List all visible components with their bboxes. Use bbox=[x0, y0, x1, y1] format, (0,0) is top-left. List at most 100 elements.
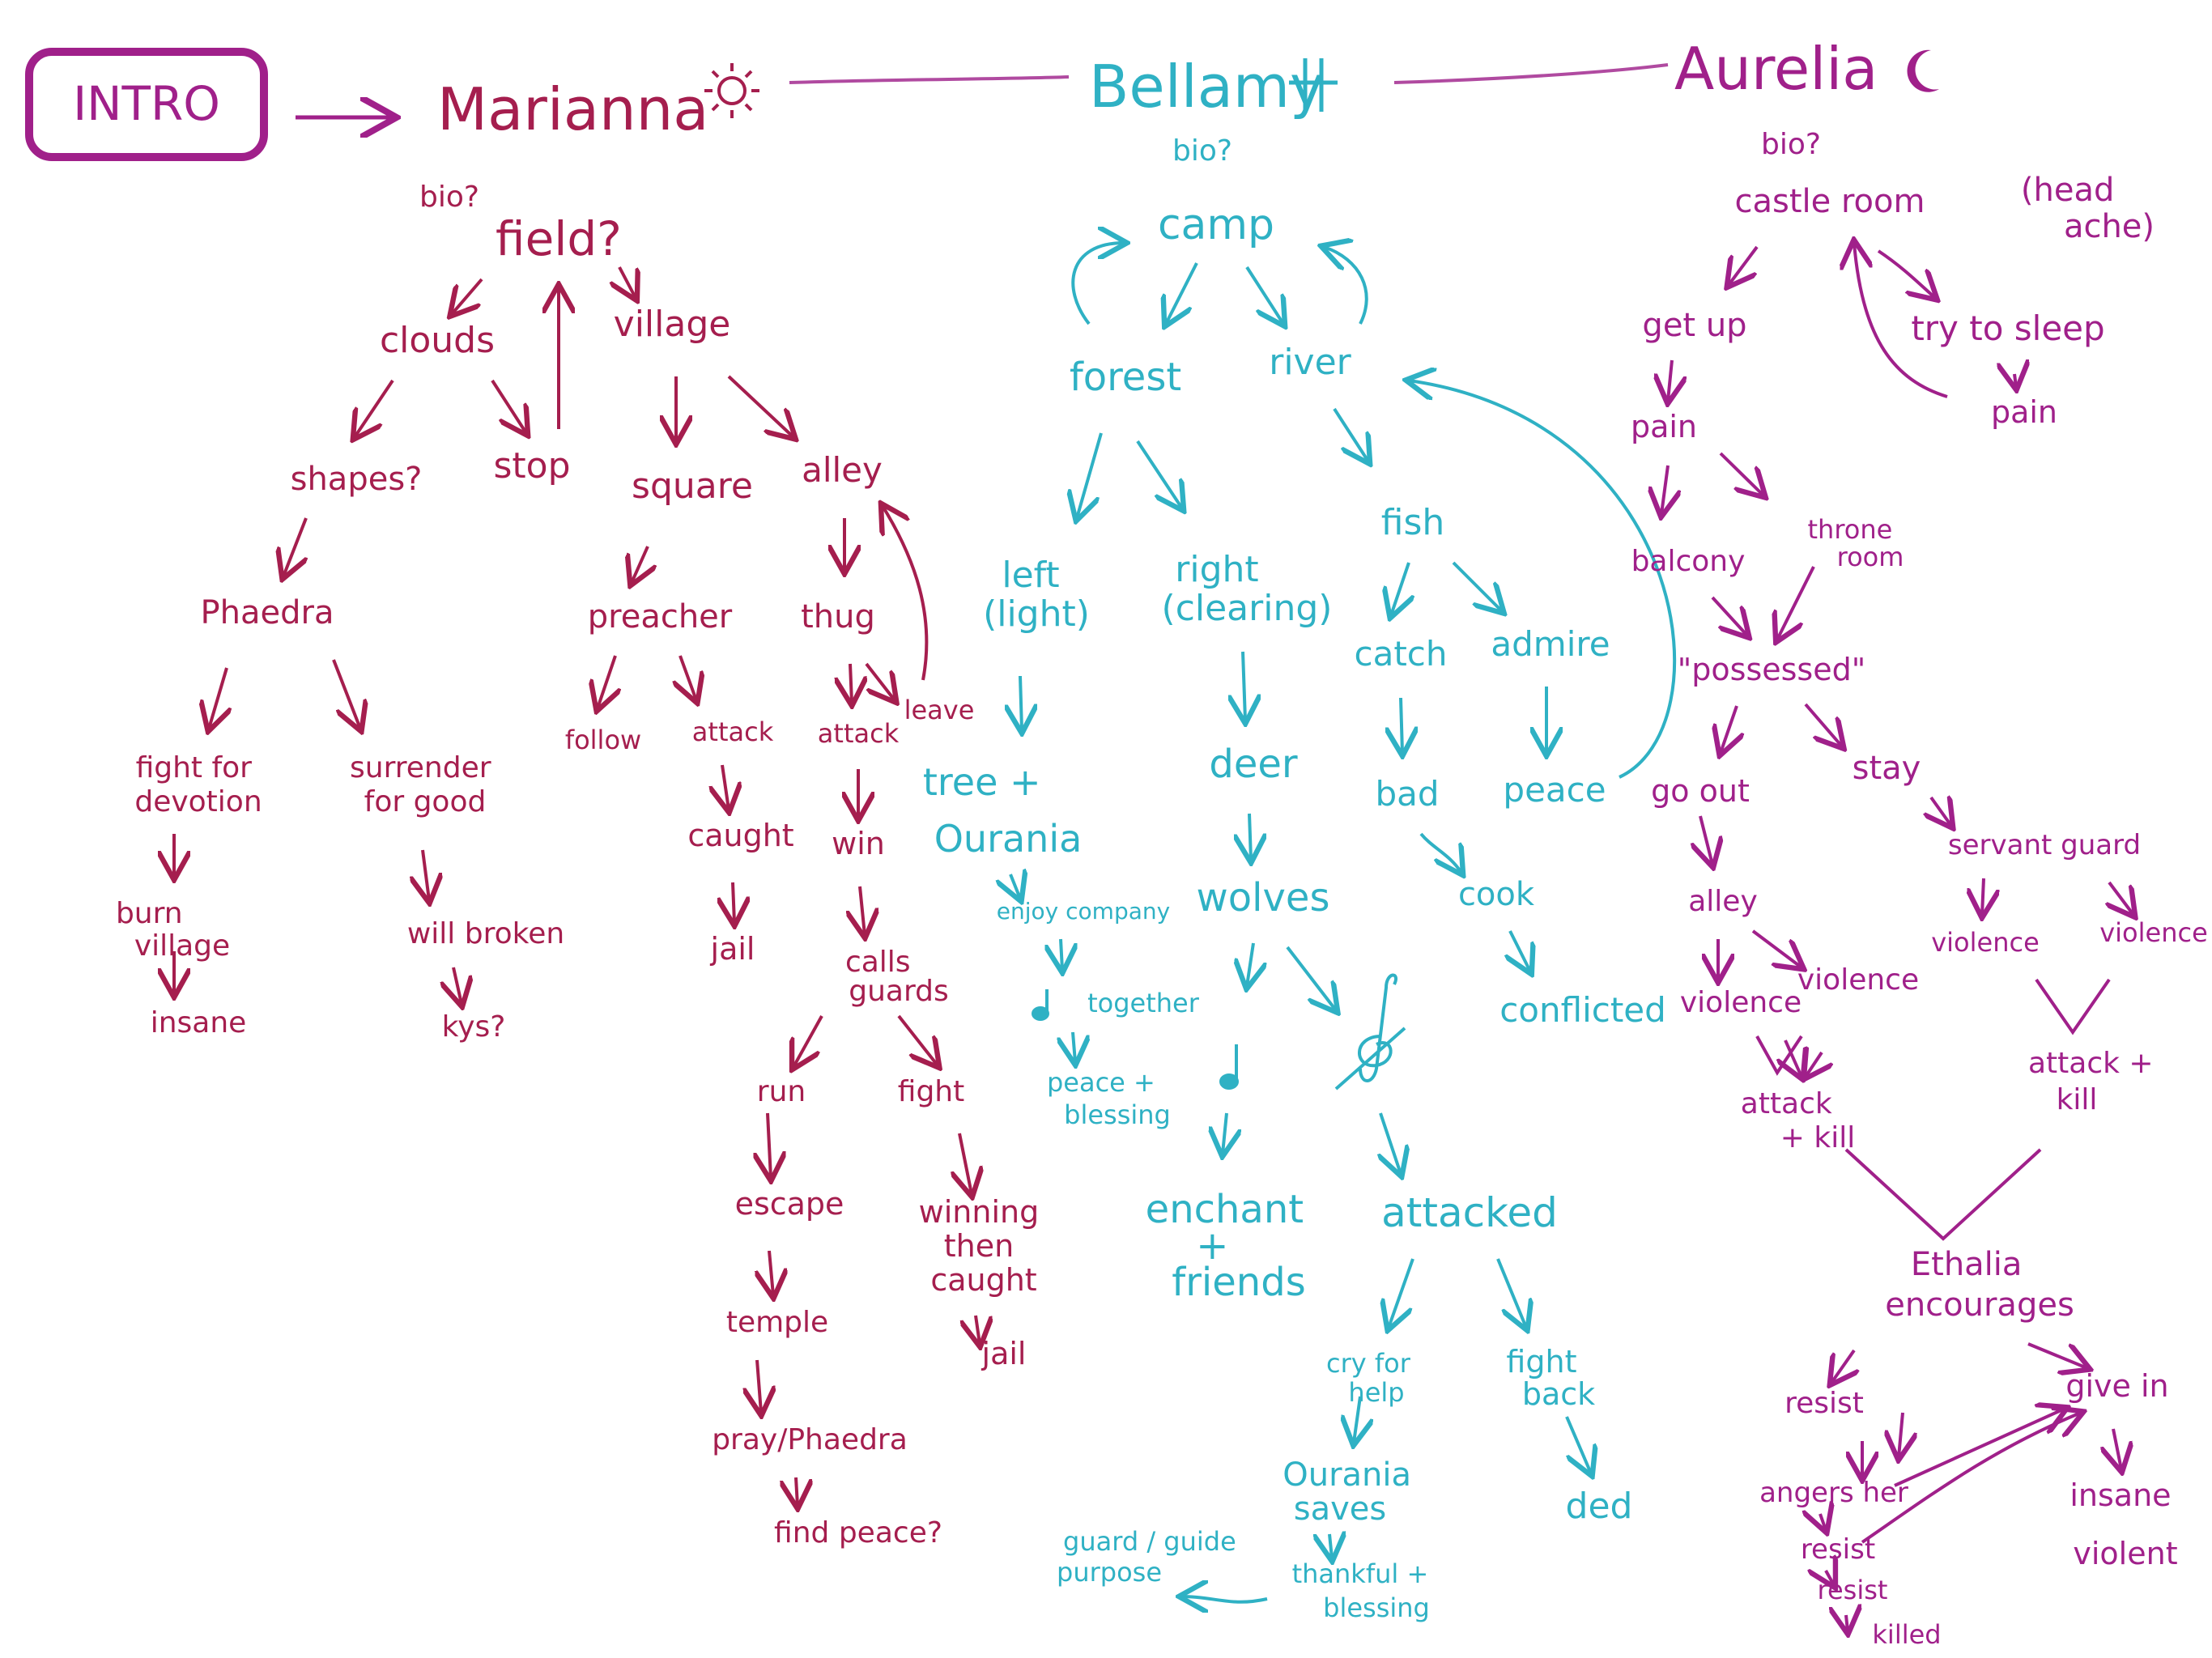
node-burn-village: burn village bbox=[116, 897, 230, 963]
node-servant-guard: servant guard bbox=[1948, 829, 2141, 861]
node-violence-2: violence bbox=[1797, 963, 1919, 997]
node-fight-devotion: fight for devotion bbox=[134, 751, 262, 818]
node-alley: alley bbox=[802, 450, 883, 490]
node-violence-4: violence bbox=[2099, 917, 2208, 948]
aurelia-converge-lines bbox=[1755, 978, 2111, 1241]
node-village: village bbox=[614, 304, 731, 345]
aurelia-branch: bio? castle room (head ache) get up try … bbox=[1631, 128, 2208, 1650]
node-follow: follow bbox=[565, 725, 641, 755]
intro-box bbox=[25, 48, 268, 161]
node-throne-room: throne room bbox=[1808, 514, 1904, 572]
node-square: square bbox=[632, 466, 753, 507]
node-cry-for-help: cry for help bbox=[1326, 1348, 1419, 1408]
node-calls-guards: calls guards bbox=[845, 946, 949, 1008]
node-bio: bio? bbox=[1172, 134, 1232, 168]
aurelia-arrows bbox=[1661, 243, 2133, 1631]
node-run: run bbox=[757, 1075, 806, 1108]
node-peace-blessing: peace + blessing bbox=[1047, 1067, 1171, 1130]
marianna-title: Marianna bbox=[437, 75, 708, 143]
node-go-out: go out bbox=[1651, 773, 1750, 809]
node-enchant-friends: enchant + friends bbox=[1146, 1187, 1317, 1305]
node-killed: killed bbox=[1872, 1619, 1941, 1650]
node-attack-kill-2: attack + kill bbox=[2028, 1047, 2163, 1116]
node-bio: bio? bbox=[1761, 128, 1821, 161]
node-ded: ded bbox=[1566, 1486, 1633, 1527]
marianna-arrows bbox=[174, 266, 980, 1506]
node-get-up: get up bbox=[1642, 307, 1746, 344]
node-give-in: give in bbox=[2065, 1368, 2168, 1404]
node-together: together bbox=[1087, 988, 1200, 1018]
node-stay: stay bbox=[1853, 750, 1921, 787]
node-possessed: "possessed" bbox=[1678, 652, 1865, 687]
node-attacked: attacked bbox=[1381, 1189, 1558, 1236]
node-find-peace: find peace? bbox=[774, 1516, 942, 1550]
node-right-clearing: right (clearing) bbox=[1162, 549, 1333, 629]
node-violence-3: violence bbox=[1931, 927, 2040, 958]
node-leave: leave bbox=[904, 695, 975, 725]
node-fight: fight bbox=[898, 1075, 964, 1108]
intro-label: INTRO bbox=[73, 76, 220, 131]
node-resist-1: resist bbox=[1784, 1387, 1864, 1420]
node-angers-her: angers her bbox=[1759, 1477, 1908, 1509]
node-surrender: surrender for good bbox=[350, 751, 500, 818]
node-catch: catch bbox=[1354, 634, 1447, 674]
marianna-bellamy-link bbox=[789, 75, 1070, 84]
node-jail-1: jail bbox=[710, 931, 755, 967]
node-try-to-sleep: try to sleep bbox=[1911, 308, 2104, 348]
sun-icon bbox=[704, 63, 759, 118]
node-deer: deer bbox=[1209, 742, 1298, 787]
node-left-light: left (light) bbox=[983, 555, 1090, 635]
node-alley: alley bbox=[1688, 885, 1758, 918]
bellamy-arrows bbox=[1010, 243, 1677, 1602]
header: INTRO Marianna Bellamy Aurelia bbox=[25, 35, 1939, 161]
node-shapes: shapes? bbox=[291, 461, 423, 498]
bellamy-branch: bio? camp forest river left (light) righ… bbox=[923, 134, 1677, 1623]
node-tree-ourania: tree + Ourania bbox=[923, 760, 1082, 861]
marianna-branch: bio? field? clouds village shapes? stop … bbox=[116, 181, 1049, 1550]
node-winning-caught: winning then caught bbox=[919, 1194, 1049, 1298]
node-enjoy-company: enjoy company bbox=[997, 898, 1170, 925]
node-castle-room: castle room bbox=[1735, 183, 1925, 220]
music-note-icon bbox=[1219, 1044, 1239, 1090]
node-pain-2: pain bbox=[1991, 394, 2057, 430]
node-balcony: balcony bbox=[1631, 545, 1746, 578]
node-pray-phaedra: pray/Phaedra bbox=[712, 1423, 908, 1456]
slashed-treble-clef-icon bbox=[1334, 973, 1406, 1090]
node-preacher: preacher bbox=[588, 598, 733, 636]
node-fight-back: fight back bbox=[1506, 1344, 1595, 1412]
node-kys: kys? bbox=[442, 1010, 506, 1044]
node-will-broken: will broken bbox=[407, 917, 564, 950]
node-attack-2: attack bbox=[818, 718, 900, 749]
node-river: river bbox=[1269, 342, 1351, 383]
node-attack-1: attack bbox=[692, 716, 774, 747]
node-cook: cook bbox=[1458, 876, 1535, 913]
node-insane: insane bbox=[151, 1006, 247, 1039]
node-head-ache: (head ache) bbox=[2021, 172, 2155, 245]
node-escape: escape bbox=[735, 1186, 844, 1222]
node-bio: bio? bbox=[419, 181, 479, 214]
node-camp: camp bbox=[1158, 201, 1274, 249]
node-insane-violent: insane violent bbox=[2069, 1477, 2180, 1571]
node-pain-1: pain bbox=[1631, 409, 1697, 444]
music-note-icon bbox=[1032, 989, 1049, 1021]
node-conflicted: conflicted bbox=[1499, 990, 1666, 1030]
node-ethalia-encourages: Ethalia encourages bbox=[1885, 1246, 2074, 1324]
node-jail-2: jail bbox=[981, 1336, 1027, 1371]
node-fish: fish bbox=[1381, 502, 1445, 543]
node-thankful-blessing: thankful + blessing bbox=[1292, 1558, 1437, 1623]
node-clouds: clouds bbox=[380, 320, 495, 361]
node-stop: stop bbox=[493, 445, 570, 487]
node-phaedra: Phaedra bbox=[201, 594, 334, 631]
node-win: win bbox=[832, 826, 885, 861]
bellamy-aurelia-link bbox=[1393, 63, 1669, 84]
node-peace: peace bbox=[1503, 770, 1606, 810]
node-wolves: wolves bbox=[1197, 875, 1330, 920]
node-forest: forest bbox=[1070, 355, 1181, 400]
aurelia-title: Aurelia bbox=[1674, 35, 1878, 103]
node-violence-1: violence bbox=[1680, 986, 1802, 1019]
bellamy-title: Bellamy bbox=[1089, 53, 1325, 121]
node-guard-guide-purpose: guard / guide purpose bbox=[1057, 1526, 1244, 1588]
moon-icon bbox=[1907, 49, 1939, 92]
node-attack-kill-1: attack + kill bbox=[1741, 1087, 1855, 1154]
